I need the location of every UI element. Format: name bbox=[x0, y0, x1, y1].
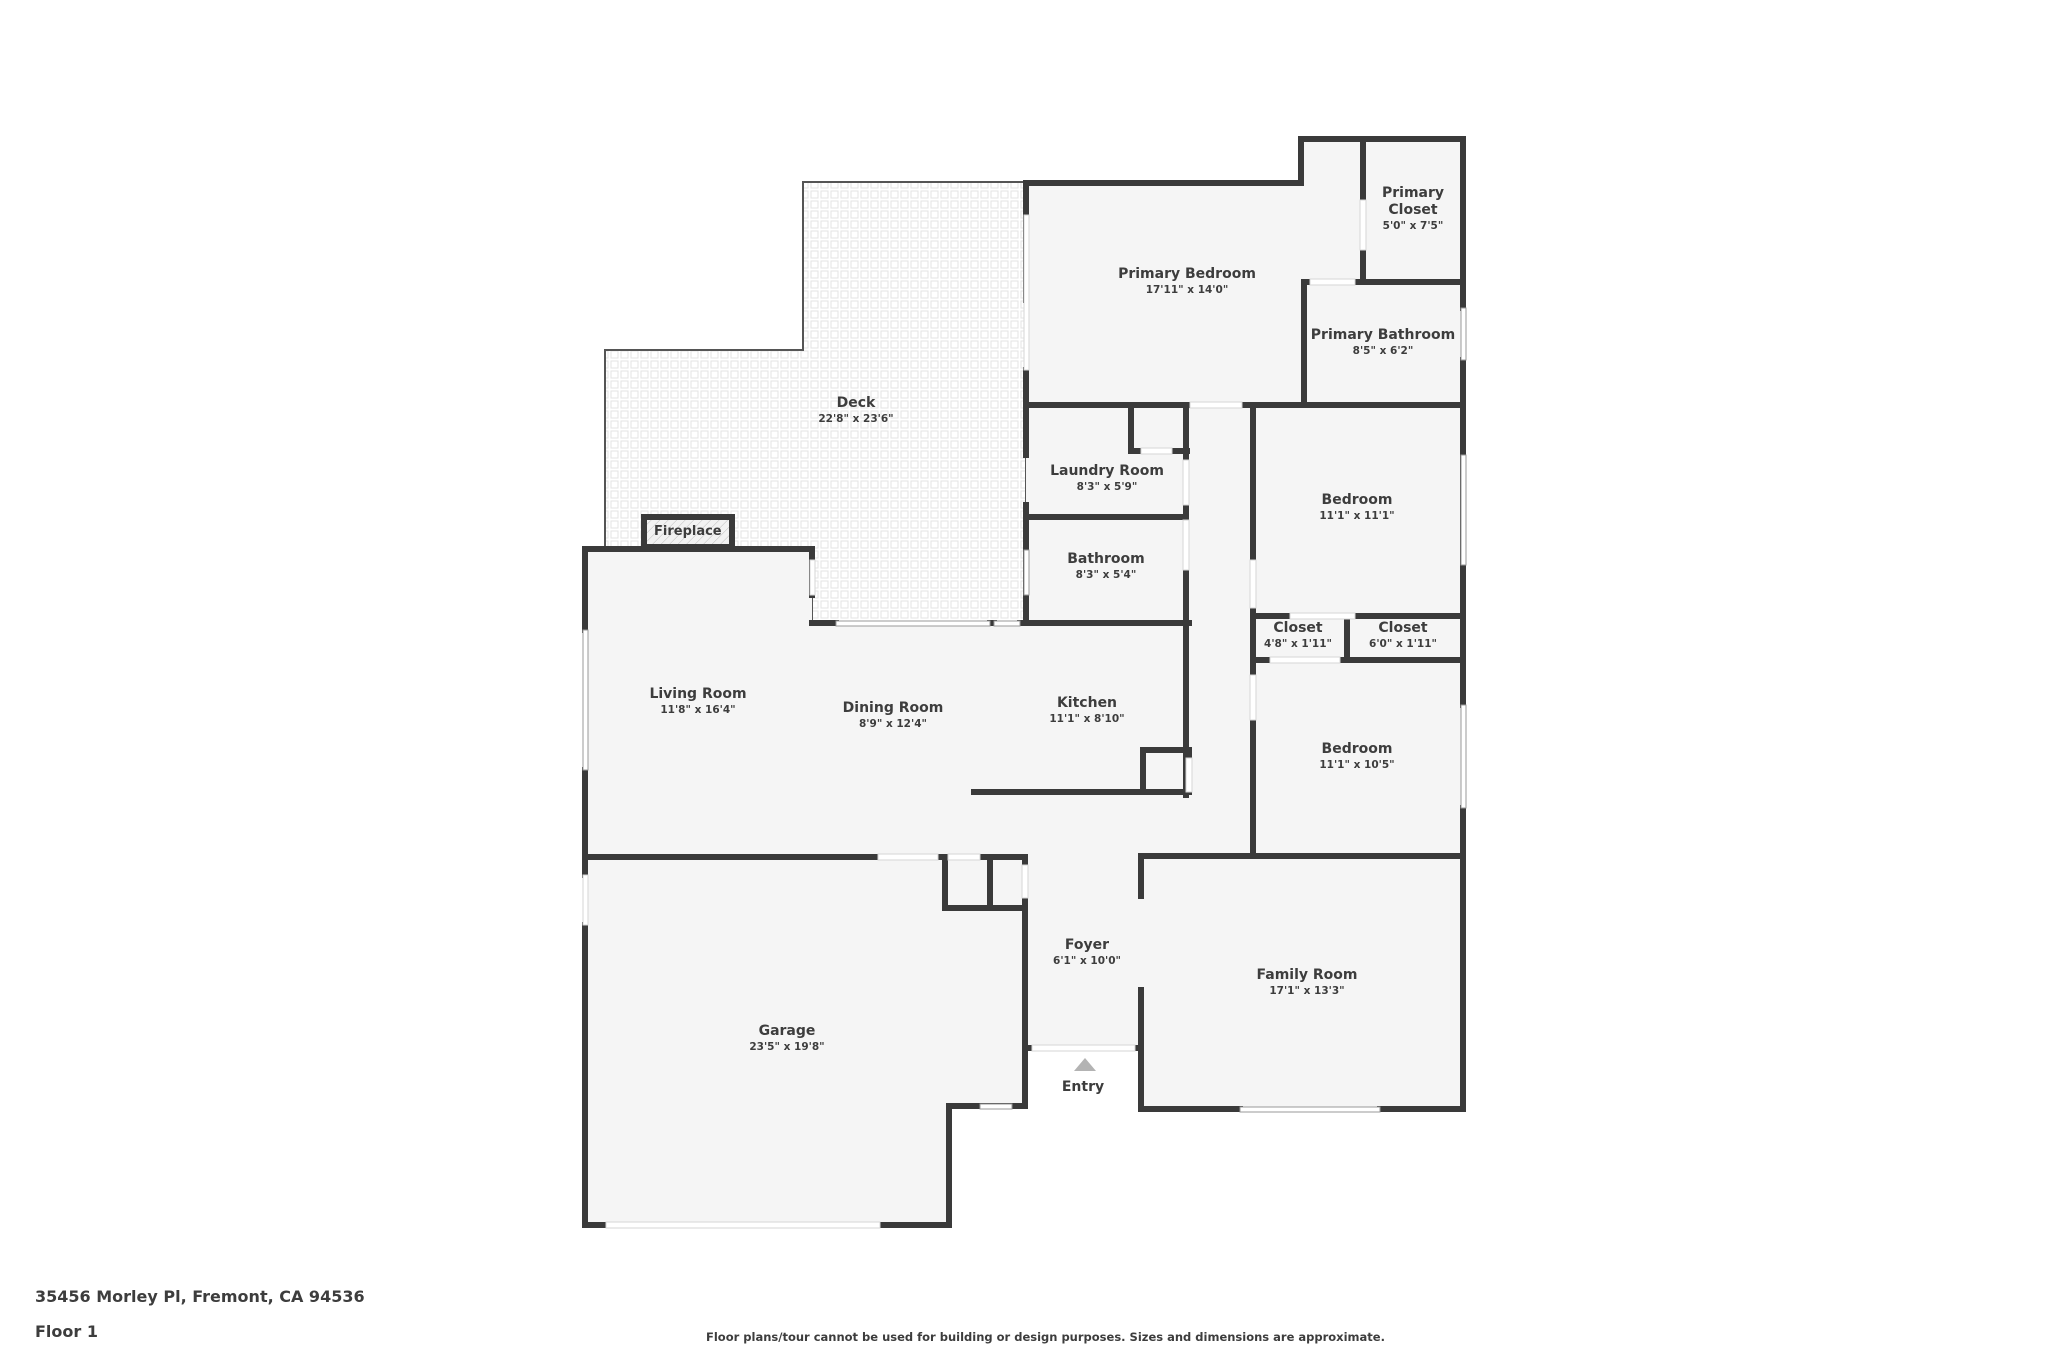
room-name: Garage bbox=[758, 1023, 816, 1039]
floor-label: Floor 1 bbox=[35, 1322, 98, 1341]
room-primary-closet: Primary Closet 5'0" x 7'5" bbox=[1382, 185, 1444, 232]
fireplace bbox=[641, 514, 735, 550]
room-name: Dining Room bbox=[842, 700, 944, 716]
room-name: Primary Bathroom bbox=[1310, 327, 1456, 343]
room-name: Living Room bbox=[649, 686, 747, 702]
room-dims: 6'1" x 10'0" bbox=[1053, 954, 1121, 967]
room-primary-bathroom: Primary Bathroom 8'5" x 6'2" bbox=[1311, 327, 1455, 357]
interior-floor bbox=[585, 139, 1463, 1225]
room-name: Foyer bbox=[1064, 937, 1110, 953]
room-dims: 8'5" x 6'2" bbox=[1352, 344, 1414, 357]
room-name: Bathroom bbox=[1067, 551, 1145, 567]
room-dims: 17'1" x 13'3" bbox=[1269, 984, 1345, 997]
room-closet-2: Closet 6'0" x 1'11" bbox=[1369, 620, 1437, 650]
room-dims: 17'11" x 14'0" bbox=[1145, 283, 1229, 296]
room-name: Closet bbox=[1378, 620, 1428, 636]
room-foyer: Foyer 6'1" x 10'0" bbox=[1053, 937, 1121, 967]
room-bedroom-2: Bedroom 11'1" x 10'5" bbox=[1319, 741, 1394, 771]
room-name: Deck bbox=[836, 395, 876, 411]
room-name: Closet bbox=[1388, 201, 1438, 218]
room-primary-bedroom: Primary Bedroom 17'11" x 14'0" bbox=[1118, 266, 1256, 296]
room-family: Family Room 17'1" x 13'3" bbox=[1257, 967, 1358, 997]
room-dining: Dining Room 8'9" x 12'4" bbox=[843, 700, 944, 730]
room-name: Bedroom bbox=[1321, 741, 1393, 757]
entry-label: Entry bbox=[1061, 1079, 1105, 1095]
room-laundry: Laundry Room 8'3" x 5'9" bbox=[1050, 463, 1164, 493]
room-name: Kitchen bbox=[1056, 695, 1118, 711]
room-name: Primary bbox=[1381, 185, 1445, 201]
room-dims: 11'1" x 8'10" bbox=[1049, 712, 1125, 725]
room-garage: Garage 23'5" x 19'8" bbox=[749, 1023, 824, 1053]
room-name: Laundry Room bbox=[1050, 463, 1164, 479]
entry-arrow-icon bbox=[1074, 1058, 1096, 1071]
room-name: Bedroom bbox=[1321, 492, 1393, 508]
room-bathroom: Bathroom 8'3" x 5'4" bbox=[1067, 551, 1145, 581]
room-name: Family Room bbox=[1256, 967, 1358, 983]
room-dims: 5'0" x 7'5" bbox=[1382, 219, 1444, 232]
room-living: Living Room 11'8" x 16'4" bbox=[649, 686, 746, 716]
windows bbox=[582, 307, 1467, 1113]
room-kitchen: Kitchen 11'1" x 8'10" bbox=[1049, 695, 1124, 725]
property-address: 35456 Morley Pl, Fremont, CA 94536 bbox=[35, 1287, 365, 1306]
disclaimer: Floor plans/tour cannot be used for buil… bbox=[706, 1330, 1385, 1344]
room-deck: Deck 22'8" x 23'6" bbox=[818, 395, 893, 425]
room-name: Primary Bedroom bbox=[1118, 266, 1256, 282]
room-dims: 23'5" x 19'8" bbox=[749, 1040, 825, 1053]
room-closet-1: Closet 4'8" x 1'11" bbox=[1264, 620, 1332, 650]
room-dims: 11'1" x 10'5" bbox=[1319, 758, 1395, 771]
room-dims: 6'0" x 1'11" bbox=[1369, 637, 1437, 650]
room-dims: 8'3" x 5'4" bbox=[1075, 568, 1137, 581]
room-dims: 22'8" x 23'6" bbox=[818, 412, 894, 425]
fireplace-label: Fireplace bbox=[654, 524, 722, 539]
room-dims: 8'9" x 12'4" bbox=[859, 717, 927, 730]
room-dims: 11'1" x 11'1" bbox=[1319, 509, 1395, 522]
room-bedroom-1: Bedroom 11'1" x 11'1" bbox=[1319, 492, 1394, 522]
door-openings bbox=[582, 199, 1367, 1229]
room-dims: 4'8" x 1'11" bbox=[1264, 637, 1332, 650]
room-name: Closet bbox=[1273, 620, 1323, 636]
room-dims: 11'8" x 16'4" bbox=[660, 703, 736, 716]
room-dims: 8'3" x 5'9" bbox=[1076, 480, 1138, 493]
